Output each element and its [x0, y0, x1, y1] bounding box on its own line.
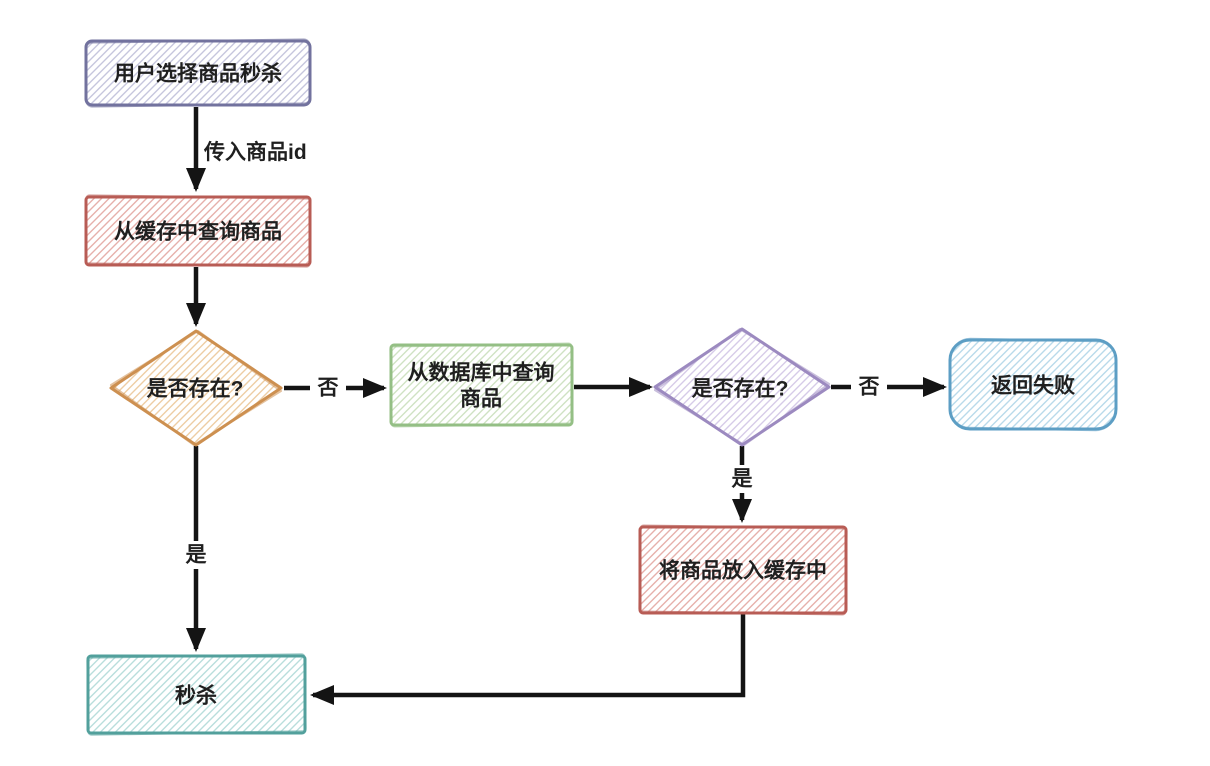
node-db-exists-decision: 是否存在?: [653, 327, 831, 447]
edge-label-text: 否: [859, 376, 880, 399]
node-db-exists-sketch: [653, 327, 831, 447]
node-query-cache-sketch: [84, 194, 312, 268]
edge-label-text: 是: [186, 544, 207, 567]
edge-label-text: 是: [732, 468, 753, 491]
label-bg: [726, 465, 759, 493]
edge-label-cache-yes: 是: [180, 541, 213, 569]
node-cache-exists-decision: 是否存在?: [109, 329, 283, 447]
node-put-cache-label: 将商品放入缓存中: [659, 559, 827, 583]
node-query-db-shape: [389, 343, 574, 427]
node-query-cache: 从缓存中查询商品: [84, 194, 312, 268]
edge-label-db-no: 否: [851, 372, 887, 401]
node-return-fail-label: 返回失败: [991, 375, 1075, 398]
edge-label-cache-no: 否: [310, 373, 346, 402]
edge-label-db-yes: 是: [726, 465, 759, 493]
node-db-exists-label: 是否存在?: [692, 377, 789, 401]
node-put-cache: 将商品放入缓存中: [638, 524, 848, 616]
node-cache-exists-label: 是否存在?: [147, 377, 244, 401]
node-return-fail-sketch: [948, 337, 1118, 432]
node-select-product-sketch: [84, 38, 312, 108]
edges-layer: 传入商品id 否 否 是 是: [180, 107, 947, 705]
node-put-cache-sketch: [638, 524, 848, 616]
node-return-fail: 返回失败: [948, 337, 1118, 432]
edge-label-text: 否: [318, 377, 339, 400]
node-select-product: 用户选择商品秒杀: [84, 38, 312, 108]
edge-label-text: 传入商品id: [203, 140, 307, 164]
node-seckill: 秒杀: [86, 653, 307, 736]
label-bg: [851, 372, 887, 401]
node-query-db-sketch: [389, 342, 574, 428]
node-seckill-label: 秒杀: [175, 684, 217, 708]
node-cache-exists-sketch: [109, 329, 283, 447]
edge-label-pass-product-id: 传入商品id: [203, 140, 307, 164]
node-query-cache-label: 从缓存中查询商品: [114, 220, 282, 244]
label-bg: [180, 541, 213, 569]
nodes-layer: 用户选择商品秒杀 从缓存中查询商品 是否存在? 从数据库中查询 商品 是否存在?: [84, 38, 1118, 736]
node-query-db-label-line1: 从数据库中查询: [408, 361, 555, 385]
node-select-product-label: 用户选择商品秒杀: [114, 62, 282, 86]
edge-putcache-to-seckill: [310, 614, 746, 705]
node-query-db: 从数据库中查询 商品: [389, 342, 574, 428]
label-bg: [310, 373, 346, 402]
node-query-db-label-line2: 商品: [460, 387, 502, 411]
node-seckill-sketch: [86, 653, 307, 736]
